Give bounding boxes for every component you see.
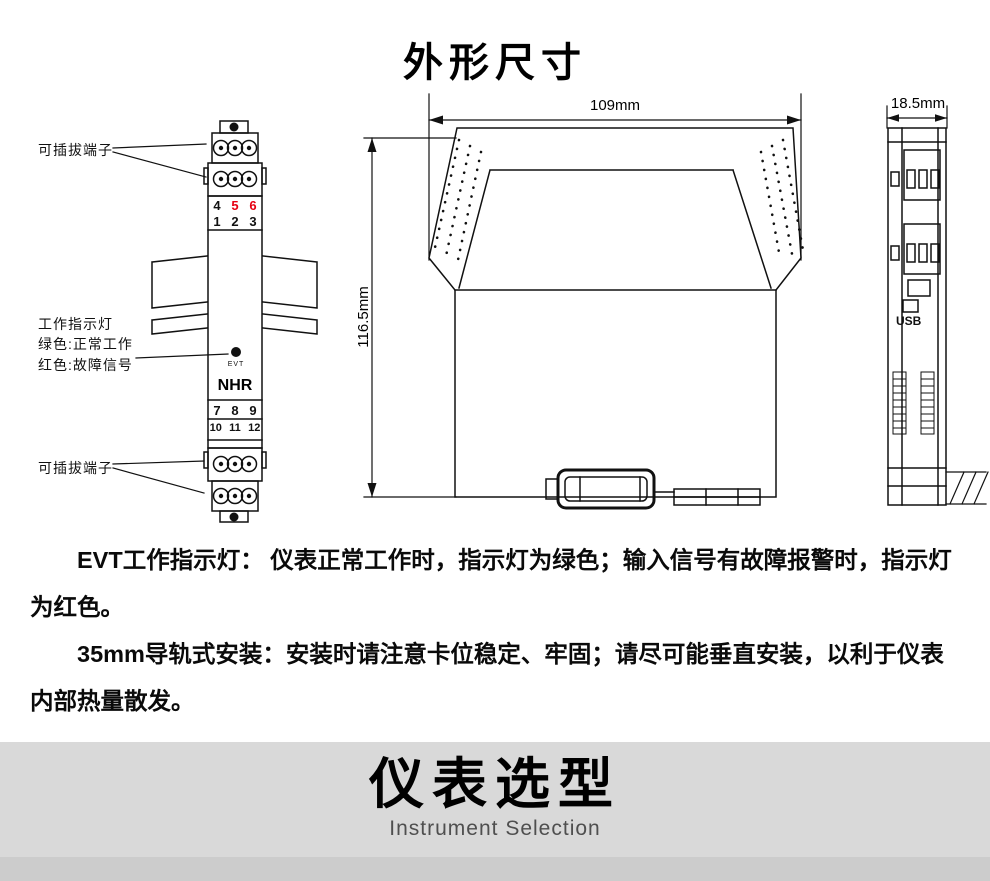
end-view-drawing: [887, 127, 989, 506]
leader-lines: [112, 143, 229, 494]
terminal-number: 9: [249, 403, 257, 418]
page-title: 外形尺寸: [403, 41, 587, 85]
terminal-number: 2: [231, 214, 239, 229]
section-subtitle: Instrument Selection: [389, 816, 601, 840]
terminal-number: 4: [213, 198, 221, 213]
dimension-depth-label: 18.5mm: [890, 95, 946, 112]
mounting-hatch: [945, 471, 989, 505]
label-pluggable-terminal-bottom: 可插拔端子: [38, 460, 113, 476]
terminal-number: 11: [229, 422, 241, 434]
usb-port-label: USB: [896, 314, 922, 328]
vent-slots: [892, 371, 935, 435]
side-profile-drawing: [428, 127, 805, 510]
terminal-numbers-row1: 4 5 6: [208, 198, 262, 213]
section-banner: 仪表选型 Instrument Selection: [0, 742, 990, 881]
description-text: EVT工作指示灯： 仪表正常工作时，指示灯为绿色；输入信号有故障报警时，指示灯为…: [30, 537, 962, 725]
paragraph-evt-indicator: EVT工作指示灯： 仪表正常工作时，指示灯为绿色；输入信号有故障报警时，指示灯为…: [30, 547, 952, 620]
terminal-number: 3: [249, 214, 257, 229]
label-work-indicator-line3: 红色:故障信号: [38, 356, 133, 373]
paragraph-rail-mounting: 35mm导轨式安装：安装时请注意卡位稳定、牢固；请尽可能垂直安装，以利于仪表内部…: [30, 641, 944, 714]
banner-bottom-strip: [0, 857, 990, 881]
dimension-116: [363, 137, 457, 498]
label-work-indicator-line1: 工作指示灯: [38, 316, 113, 332]
terminal-number: 8: [231, 403, 239, 418]
terminal-number: 1: [213, 214, 221, 229]
evt-led-label: EVT: [227, 361, 245, 368]
terminal-number: 12: [248, 422, 261, 434]
label-work-indicator-line2: 绿色:正常工作: [38, 336, 133, 353]
front-view-drawing: [203, 120, 267, 523]
dimension-109: [428, 93, 802, 261]
dimension-185: [886, 105, 948, 129]
terminal-numbers-row3: 7 8 9: [208, 403, 262, 418]
label-pluggable-terminal-top: 可插拔端子: [38, 142, 113, 158]
din-rail: [151, 255, 318, 335]
terminal-numbers-row4: 10 11 12: [206, 422, 264, 434]
terminal-number: 5: [231, 198, 239, 213]
label-work-indicator: 工作指示灯 绿色:正常工作 红色:故障信号: [38, 314, 133, 375]
dimension-width-label: 109mm: [589, 97, 641, 114]
section-title: 仪表选型: [368, 753, 621, 815]
terminal-number: 10: [209, 422, 222, 434]
terminal-numbers-row2: 1 2 3: [208, 214, 262, 229]
vent-dots: [432, 138, 805, 262]
din-clip-drawing: [545, 468, 761, 510]
dimension-height-label: 116.5mm: [355, 286, 372, 348]
terminal-number: 7: [213, 403, 221, 418]
brand-logo: NHR: [217, 377, 253, 394]
terminal-number: 6: [249, 198, 257, 213]
